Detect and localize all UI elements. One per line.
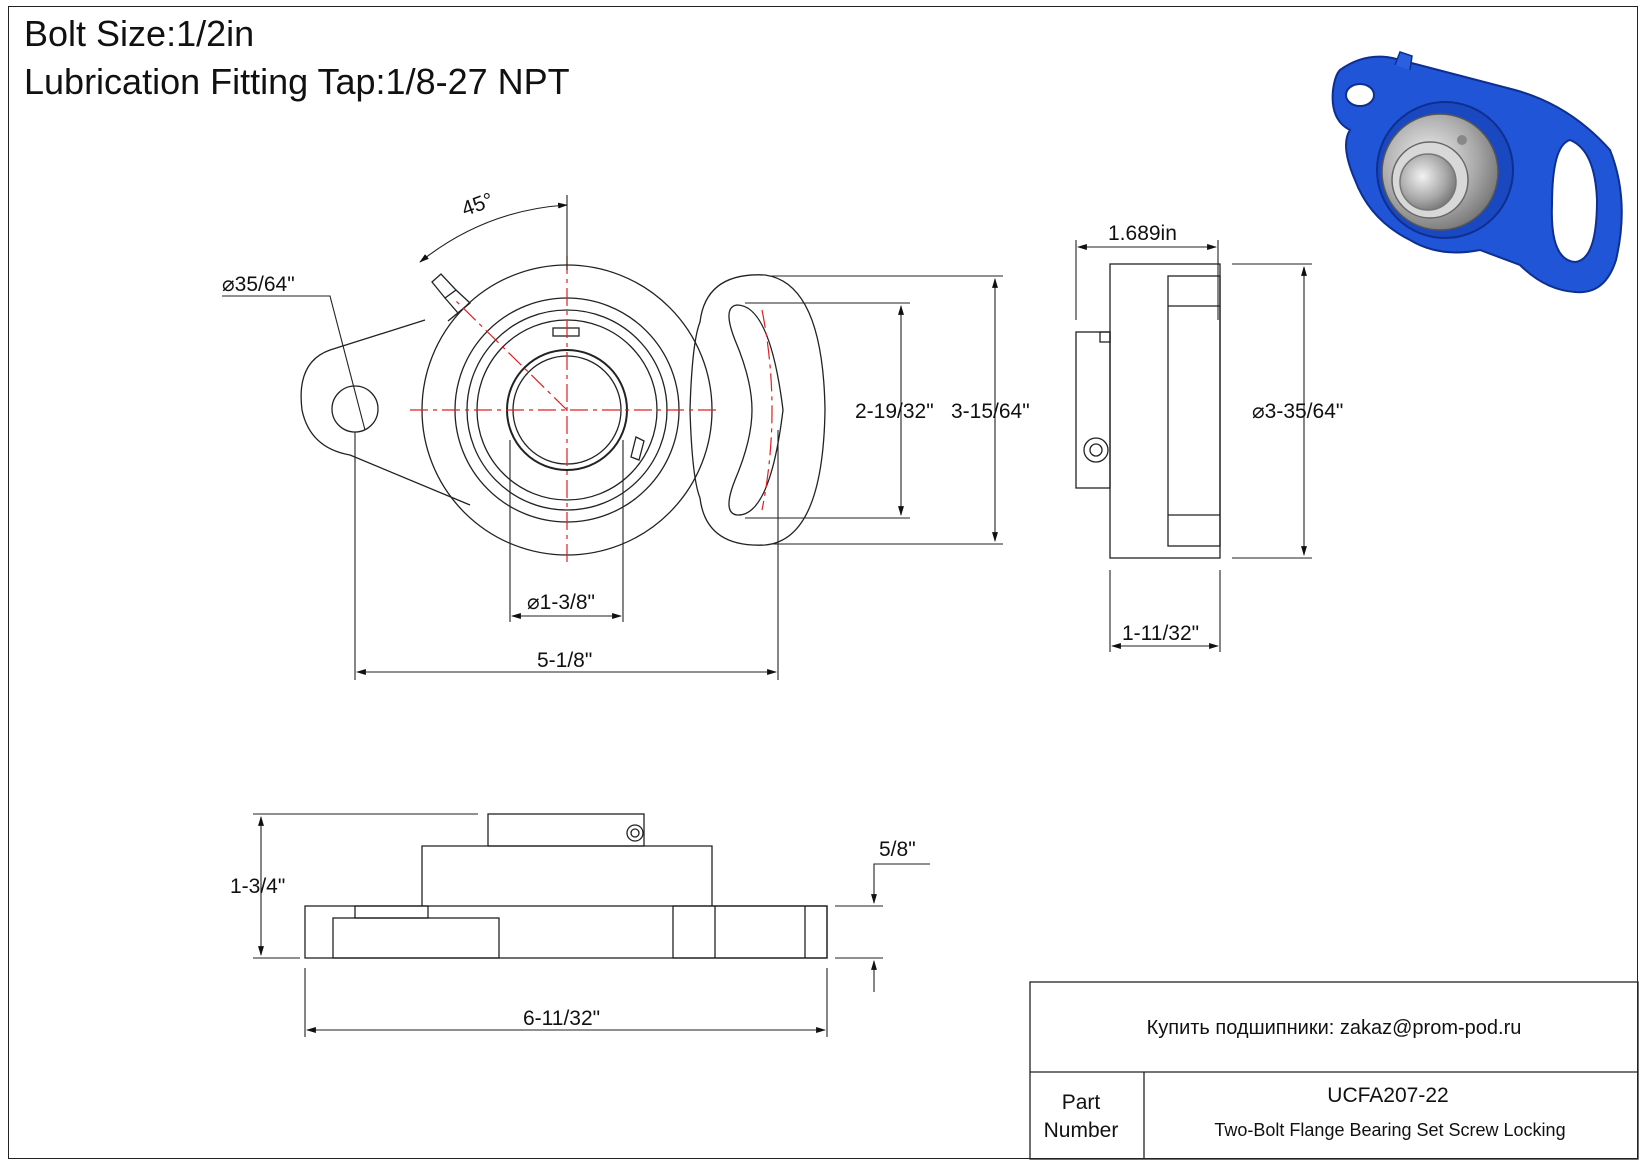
side-depth-label: 1.689in bbox=[1108, 222, 1177, 245]
bolt-hole-dia-label: ⌀35/64" bbox=[222, 273, 295, 296]
drawing-frame bbox=[8, 6, 1638, 1159]
total-length-label: 6-11/32" bbox=[523, 1007, 600, 1030]
angle-label: 45° bbox=[459, 189, 497, 221]
part-label-line2: Number bbox=[1044, 1119, 1119, 1142]
bottom-view bbox=[304, 813, 828, 959]
lubrication-spec: Lubrication Fitting Tap:1/8-27 NPT bbox=[24, 61, 570, 102]
flange-thickness-label: 5/8" bbox=[879, 838, 916, 861]
part-number: UCFA207-22 bbox=[1327, 1084, 1448, 1107]
title-block bbox=[1029, 981, 1639, 1160]
front-dimensions bbox=[222, 195, 1003, 680]
side-view bbox=[1075, 263, 1221, 559]
housing-width-label: 1-11/32" bbox=[1122, 622, 1199, 645]
bore-dia-label: ⌀1-3/8" bbox=[527, 591, 595, 614]
total-height-label: 1-3/4" bbox=[230, 875, 285, 898]
contact-text: Купить подшипники: zakaz@prom-pod.ru bbox=[1147, 1017, 1522, 1039]
part-description: Two-Bolt Flange Bearing Set Screw Lockin… bbox=[1214, 1120, 1565, 1140]
housing-dia-label: ⌀3-35/64" bbox=[1252, 400, 1343, 423]
isometric-render bbox=[1331, 51, 1623, 294]
bolt-size-spec: Bolt Size:1/2in bbox=[24, 13, 255, 54]
part-label-line1: Part bbox=[1062, 1091, 1101, 1114]
bolt-spacing-label: 5-1/8" bbox=[537, 649, 592, 672]
center-lines bbox=[410, 256, 773, 565]
side-dimensions bbox=[1075, 240, 1312, 652]
grease-fitting bbox=[431, 273, 471, 322]
slot-height-label: 2-19/32" bbox=[855, 400, 934, 423]
bottom-dimensions bbox=[253, 813, 930, 1037]
flange-height-label: 3-15/64" bbox=[951, 400, 1030, 423]
bolt-slot bbox=[728, 304, 784, 516]
